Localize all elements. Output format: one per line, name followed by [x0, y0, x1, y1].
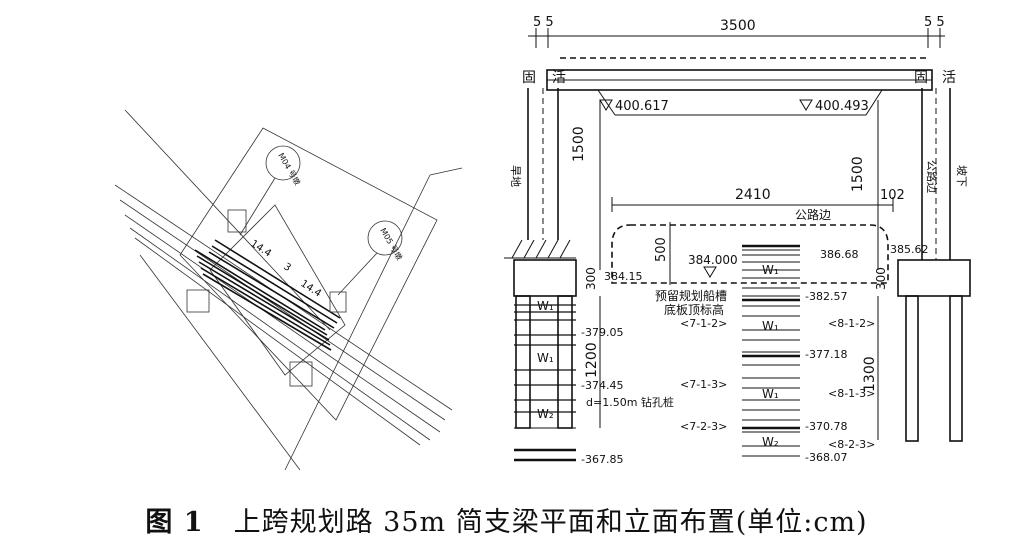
- elev-36807: -368.07: [805, 451, 847, 464]
- bearing-free-right: 活: [942, 70, 956, 86]
- elev-37078: -370.78: [805, 420, 847, 433]
- dim-300-left: 300: [584, 267, 598, 290]
- label-slope-down: 坡下: [955, 165, 968, 187]
- plan-deck: [194, 239, 341, 351]
- layer-w1-mid-b: W₁: [762, 319, 779, 333]
- dim-300-right: 300: [874, 267, 888, 290]
- soil-712: <7-1-2>: [680, 317, 727, 330]
- plan-dim-b: 3: [281, 261, 292, 274]
- label-road-edge: 公路边: [795, 207, 831, 222]
- soil-723: <7-2-3>: [680, 420, 727, 433]
- soil-813: <8-1-3>: [828, 387, 875, 400]
- layer-w1-left-a: W₁: [537, 299, 554, 313]
- plan-view: M04 号墩 M05 号墩 14.4 3 14.4: [114, 109, 463, 471]
- layer-w1-left-b: W₁: [537, 351, 554, 365]
- bearing-free-left: 活: [552, 70, 566, 86]
- elev-37718: -377.18: [805, 348, 847, 361]
- elev-36785: -367.85: [581, 453, 623, 466]
- bridge-drawing: M04 号墩 M05 号墩 14.4 3 14.4 5 5 3500 5 5 固…: [114, 15, 971, 471]
- elev-channel: 384.000: [688, 253, 738, 267]
- elev-38562: 385.62: [890, 243, 929, 256]
- dim-1300: 1300: [862, 356, 878, 392]
- dim-clear-right: 1500: [850, 156, 866, 192]
- dim-road: 2410: [735, 187, 771, 203]
- elev-37905: -379.05: [581, 326, 623, 339]
- figure-title: 上跨规划路 35m 简支梁平面和立面布置(单位:cm): [233, 507, 868, 538]
- layer-w1-mid-c: W₁: [762, 387, 779, 401]
- elev-37445: -374.45: [581, 379, 623, 392]
- soil-713: <7-1-3>: [680, 378, 727, 391]
- pile-label: d=1.50m 钻孔桩: [586, 395, 674, 409]
- elev-right-top: 400.493: [815, 99, 869, 114]
- dim-span: 3500: [720, 18, 756, 34]
- layer-w2-left: W₂: [537, 407, 554, 421]
- dim-102: 102: [880, 188, 905, 203]
- layer-w1-mid-a: W₁: [762, 263, 779, 277]
- label-road-edge-vertical: 公路边: [925, 160, 938, 193]
- label-channel-1: 预留规划船槽: [655, 288, 727, 303]
- soil-812: <8-1-2>: [828, 317, 875, 330]
- elev-38257: -382.57: [805, 290, 847, 303]
- dim-clear-left: 1500: [571, 126, 587, 162]
- elev-38415: 384.15: [604, 270, 643, 283]
- soil-823: <8-2-3>: [828, 438, 875, 451]
- elev-left-top: 400.617: [615, 99, 669, 114]
- bearing-fixed-left: 固: [522, 70, 536, 86]
- dim-500: 500: [654, 237, 669, 262]
- figure-number: 图 1: [145, 507, 204, 538]
- dim-1200: 1200: [584, 342, 600, 378]
- plan-dim-a: 14.4: [248, 238, 273, 259]
- bearing-fixed-right: 固: [914, 70, 928, 86]
- label-dry-land: 旱地: [509, 165, 522, 187]
- label-channel-2: 底板顶标高: [664, 302, 724, 317]
- dim-end-left: 5 5: [533, 15, 554, 30]
- dim-end-right: 5 5: [924, 15, 945, 30]
- figure-caption: 图 1 上跨规划路 35m 简支梁平面和立面布置(单位:cm): [0, 500, 1013, 539]
- layer-w2-mid: W₂: [762, 435, 779, 449]
- elevation-view: 5 5 3500 5 5 固 活 固 活 400.617 400.493 旱地 …: [504, 15, 971, 466]
- elev-38668: 386.68: [820, 248, 859, 261]
